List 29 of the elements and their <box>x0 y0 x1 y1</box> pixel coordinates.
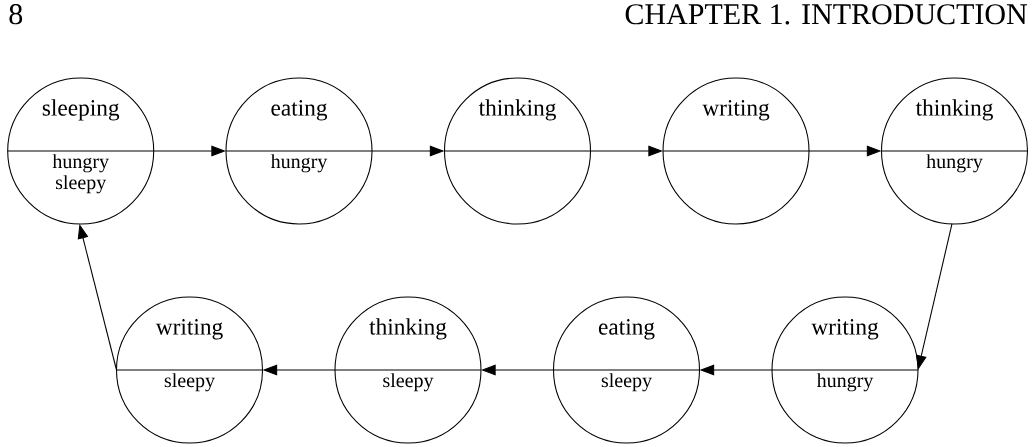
state-circle <box>662 77 810 225</box>
state-circle <box>443 77 592 225</box>
condition-text: sleepy <box>601 373 652 392</box>
state-name: writing <box>702 100 770 121</box>
state-name: thinking <box>478 99 556 121</box>
condition-text: hungry <box>816 373 874 392</box>
condition-text: hungry <box>52 154 109 173</box>
arrow <box>77 224 118 371</box>
state-name: thinking <box>369 318 447 340</box>
condition-text: hungry <box>270 154 328 173</box>
state-circle <box>771 296 919 444</box>
condition-text: sleepy <box>383 373 434 392</box>
state-circle <box>552 296 701 444</box>
state-circle <box>880 77 1029 225</box>
state-circle <box>225 77 373 225</box>
condition-text: sleepy <box>164 373 215 392</box>
state-name: eating <box>271 100 328 121</box>
page-number: 8 <box>9 4 23 25</box>
condition-text: hungry <box>926 154 983 173</box>
state-name: writing <box>155 319 223 340</box>
state-name: eating <box>598 319 655 340</box>
state-circle <box>7 77 155 225</box>
condition-text: sleepy <box>55 175 107 194</box>
state-circle <box>115 296 264 444</box>
state-name: sleeping <box>42 99 120 121</box>
state-name: writing <box>811 319 879 340</box>
state-circle <box>334 296 482 444</box>
state-name: thinking <box>915 99 993 121</box>
running-head: CHAPTER 1. INTRODUCTION <box>625 4 1027 25</box>
